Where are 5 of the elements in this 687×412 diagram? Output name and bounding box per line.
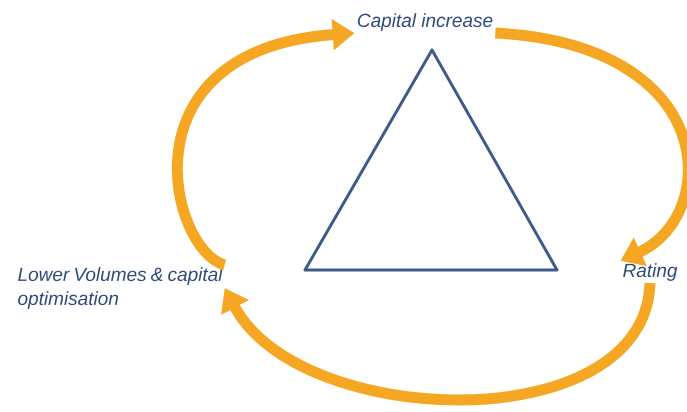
curved-arrow xyxy=(221,282,656,406)
vertex-label: Lower Volumes & capital optimisation xyxy=(18,267,223,309)
curved-arrow xyxy=(494,28,687,266)
vertex-label: Capital increase xyxy=(358,13,492,31)
vertex-label: Rating xyxy=(623,263,678,281)
